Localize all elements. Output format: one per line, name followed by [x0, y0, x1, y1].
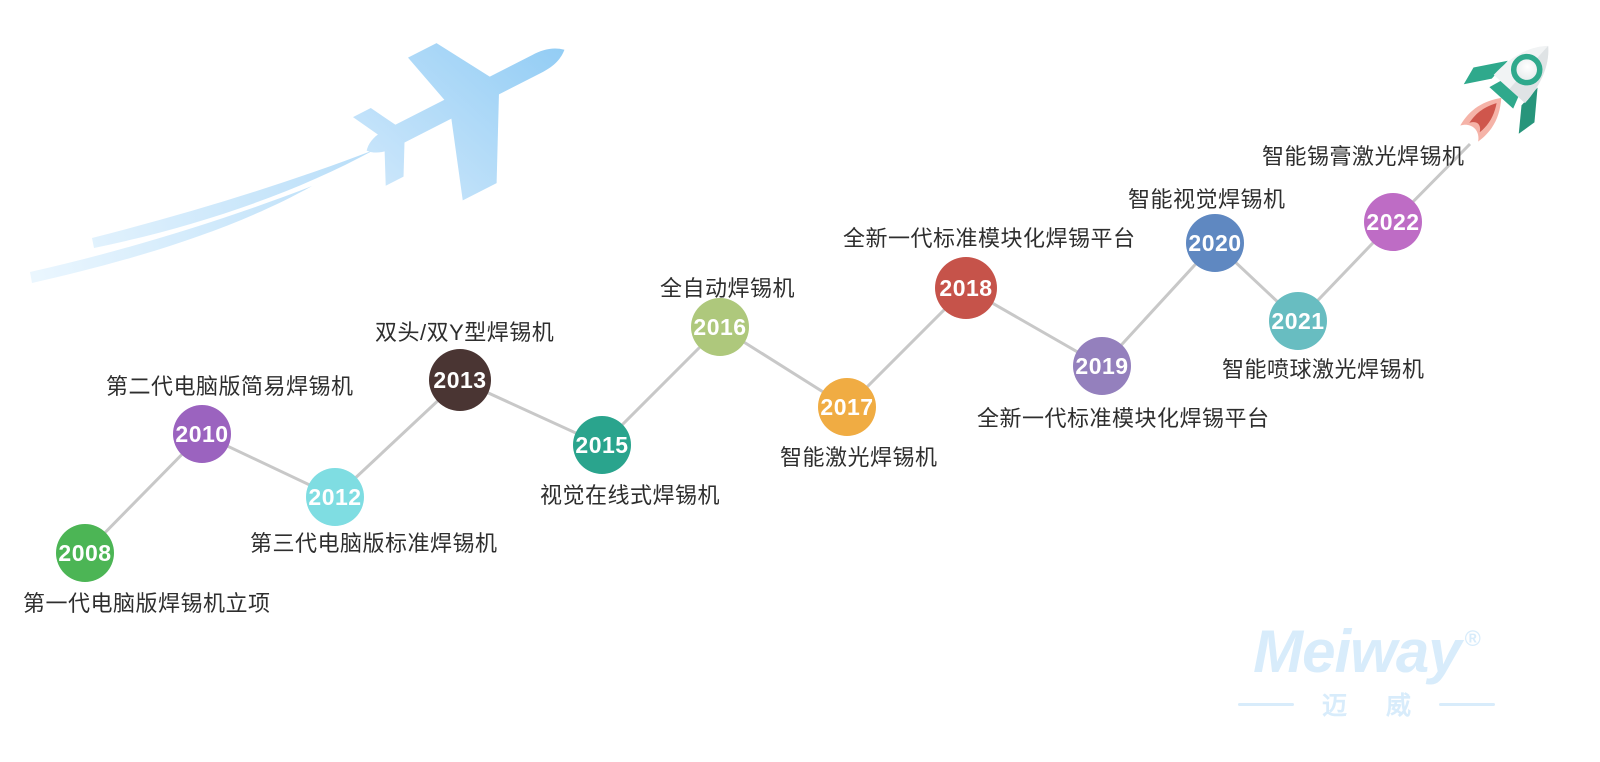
timeline-caption-2017: 智能激光焊锡机: [780, 445, 938, 470]
airplane-icon: [352, 43, 565, 201]
rocket-icon: [1460, 45, 1549, 142]
timeline-node-2022: 2022: [1364, 193, 1422, 251]
year-label: 2015: [575, 431, 629, 458]
contrail-streaks-icon: [30, 150, 374, 283]
year-label: 2013: [433, 366, 487, 393]
year-label: 2018: [939, 274, 993, 301]
timeline-node-2012: 2012: [306, 468, 364, 526]
timeline-node-2010: 2010: [173, 405, 231, 463]
timeline-node-2021: 2021: [1269, 292, 1327, 350]
timeline-node-2020: 2020: [1186, 214, 1244, 272]
timeline-caption-2018: 全新一代标准模块化焊锡平台: [843, 226, 1136, 251]
timeline-caption-2022: 智能锡膏激光焊锡机: [1262, 144, 1465, 169]
year-label: 2017: [820, 393, 874, 420]
timeline-node-2019: 2019: [1073, 337, 1131, 395]
year-label: 2016: [693, 313, 747, 340]
timeline-caption-2010: 第二代电脑版简易焊锡机: [106, 374, 354, 399]
year-label: 2019: [1075, 352, 1129, 379]
timeline-node-2015: 2015: [573, 416, 631, 474]
year-label: 2008: [58, 539, 112, 566]
timeline-caption-2021: 智能喷球激光焊锡机: [1222, 357, 1425, 382]
brand-watermark: Meiway® 迈 威: [1238, 622, 1495, 722]
timeline-node-2013: 2013: [429, 349, 491, 411]
brand-cjk-row: 迈 威: [1238, 686, 1495, 722]
registered-trademark-icon: ®: [1464, 626, 1481, 651]
brand-wordmark: Meiway®: [1253, 618, 1481, 685]
year-label: 2020: [1188, 229, 1242, 256]
timeline-node-2008: 2008: [56, 524, 114, 582]
year-label: 2022: [1366, 208, 1420, 235]
timeline-caption-2012: 第三代电脑版标准焊锡机: [250, 531, 498, 556]
year-label: 2012: [308, 483, 362, 510]
timeline-caption-2019: 全新一代标准模块化焊锡平台: [977, 406, 1270, 431]
year-label: 2021: [1271, 307, 1325, 334]
right-dash: [1438, 702, 1495, 706]
timeline-caption-2016: 全自动焊锡机: [660, 276, 796, 301]
timeline-node-2018: 2018: [935, 257, 997, 319]
timeline-caption-2020: 智能视觉焊锡机: [1128, 187, 1286, 212]
timeline-node-2016: 2016: [691, 298, 749, 356]
timeline-caption-2015: 视觉在线式焊锡机: [540, 483, 721, 508]
left-dash: [1238, 702, 1294, 706]
timeline-caption-2013: 双头/双Y型焊锡机: [375, 320, 555, 345]
timeline-node-2017: 2017: [818, 378, 876, 436]
brand-cjk-label: 迈 威: [1322, 692, 1427, 720]
timeline-caption-2008: 第一代电脑版焊锡机立项: [23, 591, 271, 616]
year-label: 2010: [175, 420, 229, 447]
